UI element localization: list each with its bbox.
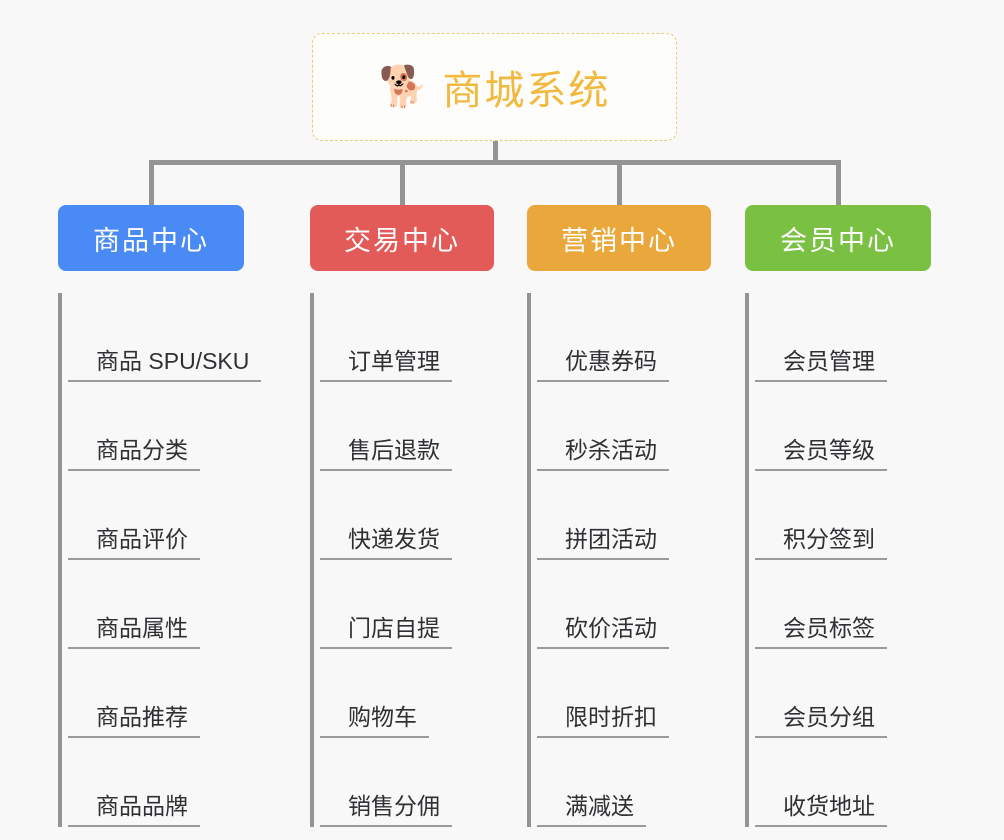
branch-drop-line-product-center [149,160,154,205]
leaf-item-label: 商品评价 [68,526,200,560]
leaf-item-label: 满减送 [537,793,646,827]
leaf-item[interactable]: 秒杀活动 [537,382,711,471]
leaf-item[interactable]: 积分签到 [755,471,931,560]
branch-spine-marketing-center [527,293,531,827]
leaf-item-label: 限时折扣 [537,704,669,738]
leaf-item[interactable]: 会员管理 [755,293,931,382]
branch-marketing-center: 营销中心优惠券码秒杀活动拼团活动砍价活动限时折扣满减送 [527,205,711,827]
leaf-item-label: 会员管理 [755,348,887,382]
leaf-list-product-center: 商品 SPU/SKU 商品分类商品评价商品属性商品推荐商品品牌 [58,293,262,827]
leaf-item[interactable]: 满减送 [537,738,711,827]
leaf-item-label: 商品推荐 [68,704,200,738]
leaf-item-label: 商品分类 [68,437,200,471]
leaf-item-label: 会员分组 [755,704,887,738]
leaf-item-label: 拼团活动 [537,526,669,560]
leaf-item[interactable]: 商品品牌 [68,738,244,827]
leaf-list-trade-center: 订单管理售后退款快递发货门店自提购物车销售分佣 [310,293,494,827]
leaf-item[interactable]: 商品属性 [68,560,244,649]
leaf-item-label: 购物车 [320,704,429,738]
branch-drop-line-marketing-center [617,160,622,205]
leaf-item[interactable]: 订单管理 [320,293,494,382]
leaf-item-label: 商品属性 [68,615,200,649]
leaf-item-label: 售后退款 [320,437,452,471]
branch-product-center: 商品中心商品 SPU/SKU 商品分类商品评价商品属性商品推荐商品品牌 [58,205,262,827]
leaf-item-label: 销售分佣 [320,793,452,827]
leaf-item-label: 商品 SPU/SKU [68,348,262,382]
branch-member-center: 会员中心会员管理会员等级积分签到会员标签会员分组收货地址 [745,205,931,827]
branch-spine-member-center [745,293,749,827]
leaf-item[interactable]: 收货地址 [755,738,931,827]
leaf-item[interactable]: 拼团活动 [537,471,711,560]
branch-header-product-center[interactable]: 商品中心 [58,205,244,271]
root-title: 商城系统 [442,69,611,113]
leaf-item-label: 会员等级 [755,437,887,471]
leaf-item[interactable]: 会员等级 [755,382,931,471]
leaf-item[interactable]: 商品推荐 [68,649,244,738]
leaf-item[interactable]: 商品评价 [68,471,244,560]
leaf-item[interactable]: 会员分组 [755,649,931,738]
leaf-item[interactable]: 门店自提 [320,560,494,649]
leaf-item[interactable]: 快递发货 [320,471,494,560]
leaf-item-label: 商品品牌 [68,793,200,827]
leaf-item[interactable]: 砍价活动 [537,560,711,649]
leaf-list-member-center: 会员管理会员等级积分签到会员标签会员分组收货地址 [745,293,931,827]
shiba-dog-face-icon: 🐕 [378,65,429,109]
horizontal-bus-line [149,160,841,165]
branch-spine-product-center [58,293,62,827]
leaf-item-label: 订单管理 [320,348,452,382]
branch-header-marketing-center[interactable]: 营销中心 [527,205,711,271]
leaf-item-label: 砍价活动 [537,615,669,649]
branch-trade-center: 交易中心订单管理售后退款快递发货门店自提购物车销售分佣 [310,205,494,827]
leaf-item-label: 快递发货 [320,526,452,560]
branch-spine-trade-center [310,293,314,827]
leaf-item-label: 优惠券码 [537,348,669,382]
leaf-item-label: 会员标签 [755,615,887,649]
leaf-item-label: 积分签到 [755,526,887,560]
leaf-item-label: 门店自提 [320,615,452,649]
leaf-item[interactable]: 售后退款 [320,382,494,471]
leaf-item-label: 秒杀活动 [537,437,669,471]
leaf-item[interactable]: 商品分类 [68,382,244,471]
leaf-item[interactable]: 商品 SPU/SKU [68,293,262,382]
root-stem-line [492,141,498,165]
branch-drop-line-trade-center [400,160,405,205]
branch-header-member-center[interactable]: 会员中心 [745,205,931,271]
branch-header-trade-center[interactable]: 交易中心 [310,205,494,271]
leaf-item[interactable]: 会员标签 [755,560,931,649]
branch-drop-line-member-center [836,160,841,205]
leaf-item[interactable]: 购物车 [320,649,494,738]
leaf-item[interactable]: 销售分佣 [320,738,494,827]
leaf-list-marketing-center: 优惠券码秒杀活动拼团活动砍价活动限时折扣满减送 [527,293,711,827]
leaf-item-label: 收货地址 [755,793,887,827]
leaf-item[interactable]: 优惠券码 [537,293,711,382]
root-node[interactable]: 🐕 商城系统 [312,33,677,141]
leaf-item[interactable]: 限时折扣 [537,649,711,738]
